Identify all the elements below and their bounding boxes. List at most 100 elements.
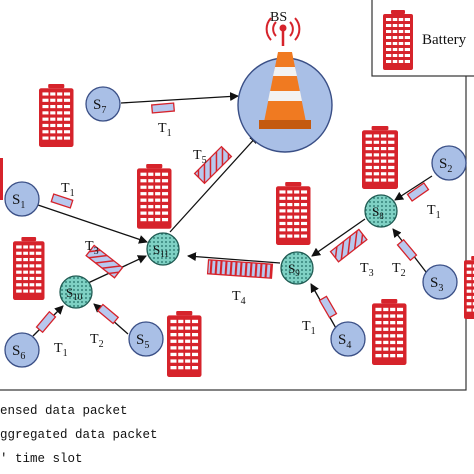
node-s1-sub: 1 (20, 200, 25, 211)
battery-legend-label: Battery (422, 32, 467, 48)
packet-s4 (318, 295, 338, 319)
svg-text:S5: S5 (136, 332, 149, 351)
packet-s3 (396, 238, 418, 262)
svg-text:S8: S8 (372, 204, 384, 221)
svg-text:S9: S9 (288, 261, 300, 278)
aggregated-packets (85, 145, 368, 279)
packet-s8-s9 (329, 228, 368, 263)
node-s2-sub: 2 (447, 164, 452, 175)
node-s10-label: S (66, 285, 73, 300)
battery-s4 (371, 298, 408, 366)
slot-label-s10: T3 (85, 239, 99, 257)
svg-text:S3: S3 (430, 275, 443, 294)
packet-s9-s11 (206, 259, 274, 279)
slot-label-s3: T2 (392, 261, 406, 279)
packet-s6 (35, 310, 57, 334)
svg-text:S7: S7 (93, 97, 106, 116)
battery-s5 (166, 310, 203, 378)
node-s3-label: S (430, 275, 438, 291)
svg-text:S2: S2 (439, 156, 452, 175)
battery-legend-icon (382, 9, 414, 71)
battery-s9 (275, 181, 312, 246)
node-s5: S5 (128, 321, 164, 357)
node-s7-label: S (93, 97, 101, 113)
node-s7-sub: 7 (101, 105, 106, 116)
node-s6-label: S (12, 343, 20, 359)
slot-label-s4: T1 (302, 319, 316, 337)
packet-s2 (406, 182, 430, 202)
node-s2: S2 (431, 145, 467, 181)
node-s6-sub: 6 (20, 351, 25, 362)
node-s6: S6 (4, 332, 40, 368)
svg-text:S4: S4 (338, 332, 351, 351)
sensor-nodes: S7 S1 S2 S3 S4 S5 S6 (4, 86, 467, 368)
slot-label-s9: T4 (232, 289, 246, 307)
aggregator-nodes: S11 S10 S9 S8 (59, 194, 398, 309)
node-s1-label: S (12, 192, 20, 208)
slot-label-s6: T1 (54, 341, 68, 359)
slot-label-s8: T3 (360, 261, 374, 279)
node-s4-sub: 4 (346, 340, 351, 351)
node-s5-label: S (136, 332, 144, 348)
node-s2-label: S (439, 156, 447, 172)
diagram-frame (0, 0, 467, 391)
node-s9: S9 (280, 251, 314, 285)
node-s9-label: S (288, 261, 295, 276)
legend-aggregated-text: ggregated data packet (0, 428, 158, 442)
node-s9-sub: 9 (295, 268, 300, 278)
legend-sensed-text: ensed data packet (0, 404, 128, 418)
battery-s11 (136, 163, 173, 230)
svg-text:S6: S6 (12, 343, 25, 362)
svg-text:S11: S11 (153, 242, 169, 259)
base-station: BS (237, 10, 333, 153)
slot-label-s7: T1 (158, 121, 172, 139)
node-s3-sub: 3 (438, 283, 443, 294)
link-s8-s9 (311, 218, 366, 257)
packet-s11-bs (193, 145, 233, 185)
link-s9-s11 (187, 252, 281, 264)
traffic-cone-icon (259, 52, 311, 129)
battery-s3 (463, 255, 474, 320)
node-s3: S3 (422, 264, 458, 300)
node-s8: S8 (364, 194, 398, 228)
battery-s7 (38, 83, 75, 148)
node-s8-label: S (372, 204, 379, 219)
base-station-label: BS (270, 10, 287, 25)
link-s2-s8 (394, 175, 433, 201)
battery-s8 (361, 125, 399, 190)
sensed-packets (35, 102, 430, 334)
link-s7-bs (120, 91, 239, 104)
slot-label-s11: T5 (193, 148, 207, 166)
batteries (0, 83, 474, 378)
node-s10-sub: 10 (73, 292, 83, 302)
battery-s10 (12, 236, 46, 301)
battery-s1-partial (0, 158, 3, 200)
node-s11: S11 (146, 232, 180, 266)
slot-label-s1: T1 (61, 181, 75, 199)
slot-label-s5: T2 (90, 332, 104, 350)
link-s1-s11 (37, 204, 148, 244)
legend-slot-text: ' time slot (0, 452, 83, 466)
packet-s10-s11 (85, 244, 124, 279)
node-s8-sub: 8 (379, 211, 384, 221)
slot-label-s2: T1 (427, 203, 441, 221)
packet-s7 (150, 102, 176, 114)
packet-s5 (96, 303, 120, 325)
node-s10: S10 (59, 275, 93, 309)
battery-legend: Battery (371, 0, 474, 77)
node-s11-label: S (153, 242, 160, 257)
link-s11-bs (169, 134, 259, 233)
node-s1: S1 (4, 181, 40, 217)
node-s11-sub: 11 (160, 249, 169, 259)
packet-legend: ensed data packet ggregated data packet … (0, 404, 158, 466)
svg-text:S10: S10 (66, 285, 83, 302)
time-slot-labels: T1 T1 T1 T2 T1 T2 T1 T3 T3 T4 T5 (54, 121, 441, 359)
node-s4: S4 (330, 321, 366, 357)
node-s5-sub: 5 (144, 340, 149, 351)
antenna-icon (265, 17, 301, 46)
node-s7: S7 (85, 86, 121, 122)
node-s4-label: S (338, 332, 346, 348)
svg-text:S1: S1 (12, 192, 25, 211)
